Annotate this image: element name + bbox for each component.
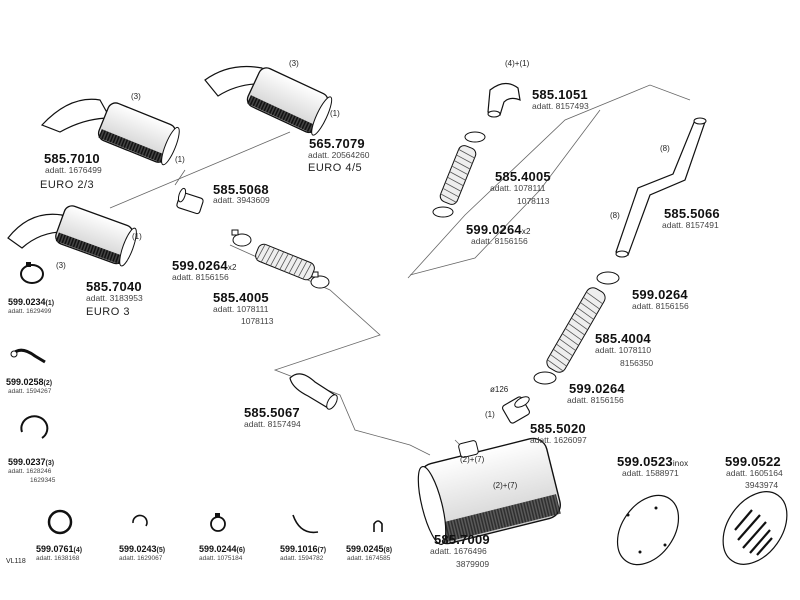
- note2-7009: (2)+(7): [493, 481, 518, 490]
- adatt-565-7079: adatt. 20564260: [308, 150, 370, 160]
- ring-599-0237-icon[interactable]: [20, 415, 49, 439]
- part-number-585-7009[interactable]: 585.7009: [434, 532, 490, 547]
- adatt-585-7009: adatt. 1676496: [430, 546, 487, 556]
- strap-599-1016-icon[interactable]: [292, 514, 319, 534]
- euro-585-7040: EURO 3: [86, 306, 130, 318]
- flex-hose-585-4005-left[interactable]: [231, 229, 330, 289]
- adatt2-585-4005-b: 1078113: [517, 196, 550, 206]
- adatt-599-0234: adatt. 1629499: [8, 308, 52, 315]
- adatt-599-0522: adatt. 1605164: [726, 468, 783, 478]
- part-number-599-0264-b[interactable]: 599.0264x2: [466, 222, 531, 237]
- adatt-599-0243: adatt. 1629067: [119, 555, 163, 562]
- part-number-599-0523[interactable]: 599.0523inox: [617, 454, 689, 469]
- note-5020: (1): [485, 410, 495, 419]
- adatt-585-5020: adatt. 1626097: [530, 435, 587, 445]
- dia-5020: ø126: [490, 385, 509, 394]
- part-number-585-5067[interactable]: 585.5067: [244, 405, 300, 420]
- note-5066: (8): [660, 144, 670, 153]
- adatt-585-1051: adatt. 8157493: [532, 101, 589, 111]
- ubolt-599-0245-icon[interactable]: [373, 520, 383, 532]
- adatt-599-0761: adatt. 1638168: [36, 555, 80, 562]
- adatt-599-0264-a: adatt. 8156156: [172, 272, 229, 282]
- adatt-599-0523: adatt. 1588971: [622, 468, 679, 478]
- adatt-585-5068: adatt. 3943609: [213, 195, 270, 205]
- adatt-599-0264-c: adatt. 8156156: [632, 301, 689, 311]
- pipe-585-5067[interactable]: [289, 373, 339, 411]
- part-number-585-4004[interactable]: 585.4004: [595, 331, 651, 346]
- adatt-599-1016: adatt. 1594782: [280, 555, 324, 562]
- muffler-585-7040[interactable]: [7, 204, 140, 268]
- part-number-599-0243[interactable]: 599.0243(5): [119, 544, 166, 555]
- diagram-code: VL118: [6, 558, 26, 565]
- part-number-585-1051[interactable]: 585.1051: [532, 87, 588, 102]
- part-number-599-0264-c[interactable]: 599.0264: [632, 287, 688, 302]
- adatt-599-0245: adatt. 1674585: [347, 555, 391, 562]
- adatt-585-4004: adatt. 1078110: [595, 345, 652, 355]
- note-7010: (3): [131, 92, 141, 101]
- pipe-585-5068[interactable]: [176, 187, 204, 215]
- adatt2-585-4004: 8156350: [620, 358, 654, 368]
- adatt-599-0244: adatt. 1075184: [199, 555, 243, 562]
- adatt2-599-0237: 1629345: [30, 477, 56, 484]
- adatt-599-0264-d: adatt. 8156156: [567, 395, 624, 405]
- part-number-585-4005-b[interactable]: 585.4005: [495, 169, 551, 184]
- adatt2-599-0522: 3943974: [745, 480, 779, 490]
- note-5068: (1): [175, 155, 185, 164]
- part-number-585-5068[interactable]: 585.5068: [213, 182, 269, 197]
- adatt-585-7040: adatt. 3183953: [86, 293, 143, 303]
- muffler-565-7079[interactable]: [204, 65, 335, 137]
- part-number-599-0244[interactable]: 599.0244(6): [199, 544, 246, 555]
- note-7040: (1): [132, 232, 142, 241]
- euro-565-7079: EURO 4/5: [308, 162, 363, 174]
- part-number-585-5066[interactable]: 585.5066: [664, 206, 720, 221]
- bracket-599-0258-icon[interactable]: [10, 348, 46, 364]
- part-number-585-5020[interactable]: 585.5020: [530, 421, 586, 436]
- clamp-599-0244-icon[interactable]: [210, 513, 226, 532]
- ring-599-0243-icon[interactable]: [132, 514, 148, 527]
- part-number-585-4005-a[interactable]: 585.4005: [213, 290, 269, 305]
- adatt-585-5066: adatt. 8157491: [662, 220, 719, 230]
- note-7079: (3): [289, 59, 299, 68]
- gasket-599-0523[interactable]: [605, 484, 691, 576]
- grill-599-0522[interactable]: [710, 480, 800, 577]
- part-number-599-0234[interactable]: 599.0234(1): [8, 297, 55, 308]
- adatt-599-0258: adatt. 1594267: [8, 388, 52, 395]
- adatt2-585-4005-a: 1078113: [241, 316, 274, 326]
- part-number-599-0264-a[interactable]: 599.0264x2: [172, 258, 237, 273]
- adatt-599-0237: adatt. 1628246: [8, 468, 52, 475]
- flex-hose-585-4005-right[interactable]: [432, 131, 486, 218]
- note-0234: (3): [56, 261, 66, 270]
- part-number-599-1016[interactable]: 599.1016(7): [280, 544, 327, 555]
- part-number-585-7010[interactable]: 585.7010: [44, 151, 100, 166]
- note-7009: (2)+(7): [460, 455, 485, 464]
- muffler-585-7009[interactable]: [409, 424, 563, 548]
- euro-585-7010: EURO 2/3: [40, 179, 95, 191]
- adatt-585-4005-b: adatt. 1078111: [490, 183, 546, 193]
- clamp-599-0234-icon[interactable]: [20, 262, 44, 284]
- flex-hose-585-4004[interactable]: [533, 271, 620, 385]
- part-number-599-0761[interactable]: 599.0761(4): [36, 544, 83, 555]
- note2-5066: (8): [610, 211, 620, 220]
- part-number-565-7079[interactable]: 565.7079: [309, 136, 365, 151]
- pipe-585-1051[interactable]: [487, 82, 521, 118]
- pipe-585-5020[interactable]: [501, 395, 530, 425]
- adatt-585-5067: adatt. 8157494: [244, 419, 301, 429]
- part-number-599-0264-d[interactable]: 599.0264: [569, 381, 625, 396]
- adatt2-585-7009: 3879909: [456, 559, 490, 569]
- adatt-599-0264-b: adatt. 8156156: [471, 236, 528, 246]
- part-number-599-0258[interactable]: 599.0258(2): [6, 377, 53, 388]
- note2-7079: (1): [330, 109, 340, 118]
- adatt-585-7010: adatt. 1676499: [45, 165, 102, 175]
- adatt-585-4005-a: adatt. 1078111: [213, 304, 269, 314]
- part-number-585-7040[interactable]: 585.7040: [86, 279, 142, 294]
- part-number-599-0522[interactable]: 599.0522: [725, 454, 781, 469]
- pipe-585-5066[interactable]: [615, 117, 707, 258]
- note-1051: (4)+(1): [505, 59, 530, 68]
- muffler-585-7010[interactable]: [40, 98, 183, 166]
- ring-599-0761-icon[interactable]: [47, 509, 73, 535]
- part-number-599-0237[interactable]: 599.0237(3): [8, 457, 55, 468]
- part-number-599-0245[interactable]: 599.0245(8): [346, 544, 393, 555]
